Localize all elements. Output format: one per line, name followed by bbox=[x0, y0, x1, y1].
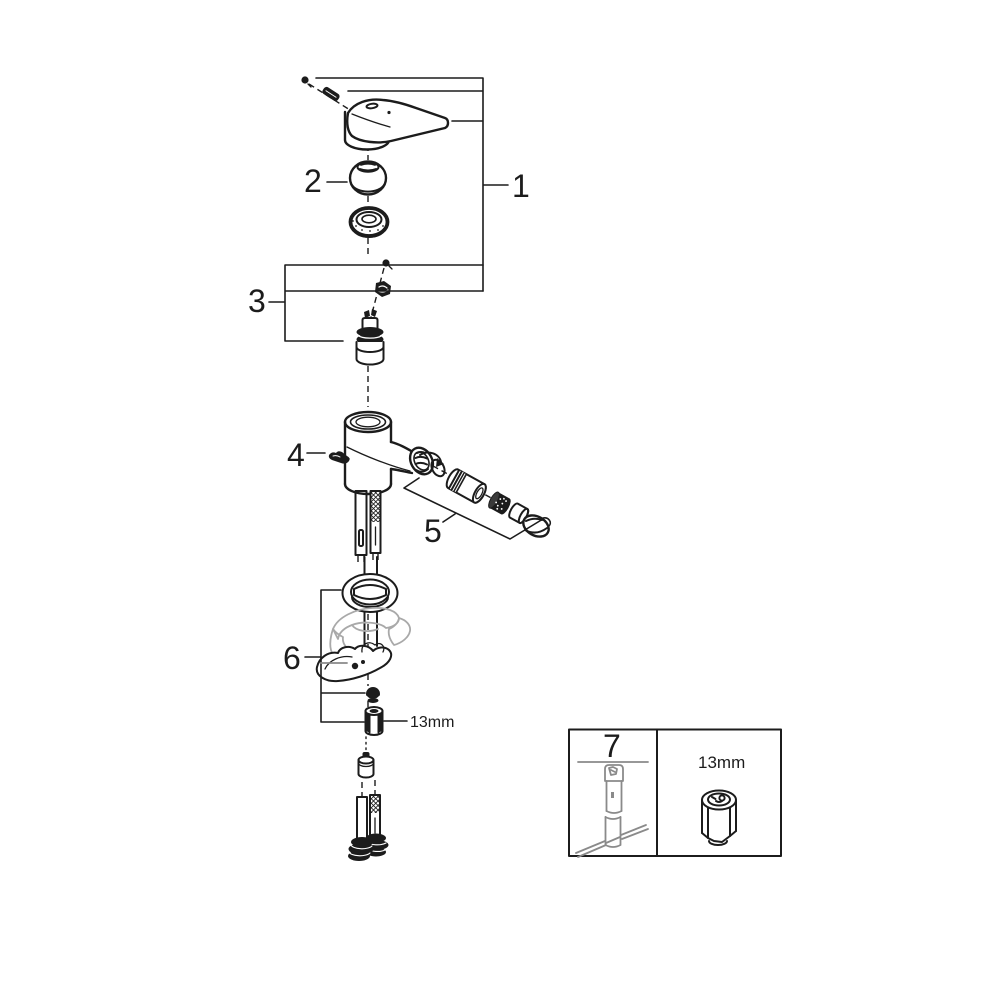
callout-6: 6 bbox=[283, 589, 366, 723]
faucet-body bbox=[343, 410, 435, 566]
callout-1: 1 bbox=[315, 77, 530, 292]
callout-3: 3 bbox=[248, 264, 484, 342]
lever-handle bbox=[343, 98, 450, 151]
part2-label: 2 bbox=[304, 163, 322, 199]
parts-box: 7 13mm bbox=[568, 728, 782, 858]
handle-assembly bbox=[301, 76, 450, 151]
dome-nut bbox=[365, 687, 381, 703]
threaded-shank bbox=[354, 490, 382, 566]
part1-label: 1 bbox=[512, 168, 530, 204]
nut-size-annotation: 13mm bbox=[383, 714, 454, 731]
aerator-housing bbox=[445, 468, 487, 504]
socket-wrench bbox=[575, 764, 649, 858]
box-nut-size-label: 13mm bbox=[698, 753, 745, 772]
o-ring bbox=[430, 458, 446, 478]
mounting-studs bbox=[348, 794, 389, 861]
base-ring bbox=[341, 573, 399, 613]
spray-nozzle bbox=[508, 502, 552, 538]
part5-label: 5 bbox=[424, 513, 442, 549]
callout-5: 5 bbox=[403, 477, 544, 549]
handle-plug-screw bbox=[301, 76, 309, 84]
box-hex-nut bbox=[701, 789, 737, 846]
grub-screw bbox=[322, 86, 340, 102]
hex-nut-13mm bbox=[364, 706, 384, 736]
box-cell-13mm: 13mm bbox=[698, 753, 745, 846]
callout-4: 4 bbox=[287, 437, 326, 473]
aerator-group bbox=[419, 451, 552, 538]
cap-ring bbox=[348, 160, 388, 196]
part6-label: 6 bbox=[283, 640, 301, 676]
retaining-clip bbox=[328, 451, 350, 464]
ghost-sink-section bbox=[329, 606, 412, 663]
plug-fitting bbox=[357, 752, 375, 779]
cartridge-group bbox=[355, 259, 393, 366]
mounting-bracket bbox=[315, 642, 393, 683]
part3-label: 3 bbox=[248, 283, 266, 319]
nut-size-label: 13mm bbox=[410, 714, 454, 731]
callout-2: 2 bbox=[304, 163, 348, 199]
aerator-screen bbox=[488, 491, 511, 515]
part4-label: 4 bbox=[287, 437, 305, 473]
centerlines bbox=[308, 83, 534, 797]
part7-label: 7 bbox=[603, 728, 621, 764]
cartridge-nut bbox=[375, 281, 391, 297]
box-cell-7: 7 bbox=[575, 728, 649, 858]
mounting-group bbox=[315, 556, 412, 779]
cartridge bbox=[355, 309, 385, 366]
bearing-ring bbox=[348, 206, 390, 238]
